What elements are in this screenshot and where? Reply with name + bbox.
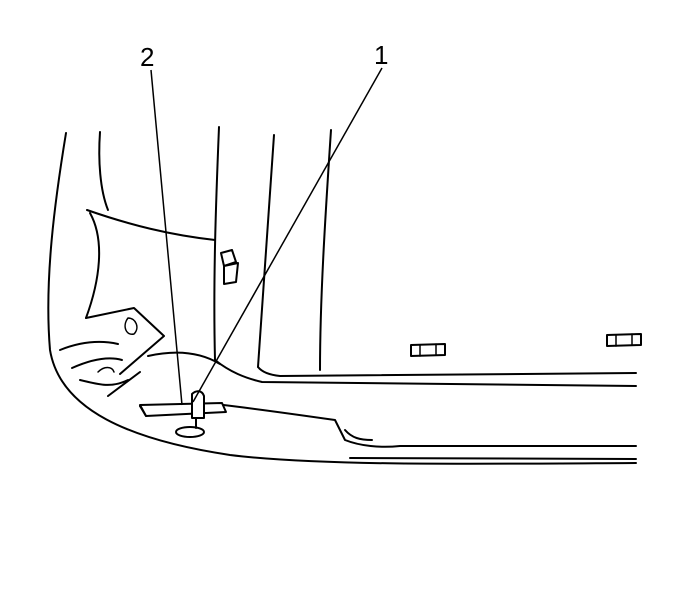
rocker-panel [139, 359, 637, 460]
pillar-clip [220, 249, 239, 285]
wheel-well-liner [59, 209, 221, 397]
retainer-bracket [139, 402, 227, 417]
leader-line-1 [192, 67, 383, 403]
leader-lines [150, 67, 383, 406]
callout-label-1: 1 [374, 40, 388, 70]
leader-line-2 [150, 69, 183, 406]
callout-label-2: 2 [140, 42, 154, 72]
fender-outer-contour [47, 131, 637, 465]
rocker-trim-clips [410, 333, 642, 357]
